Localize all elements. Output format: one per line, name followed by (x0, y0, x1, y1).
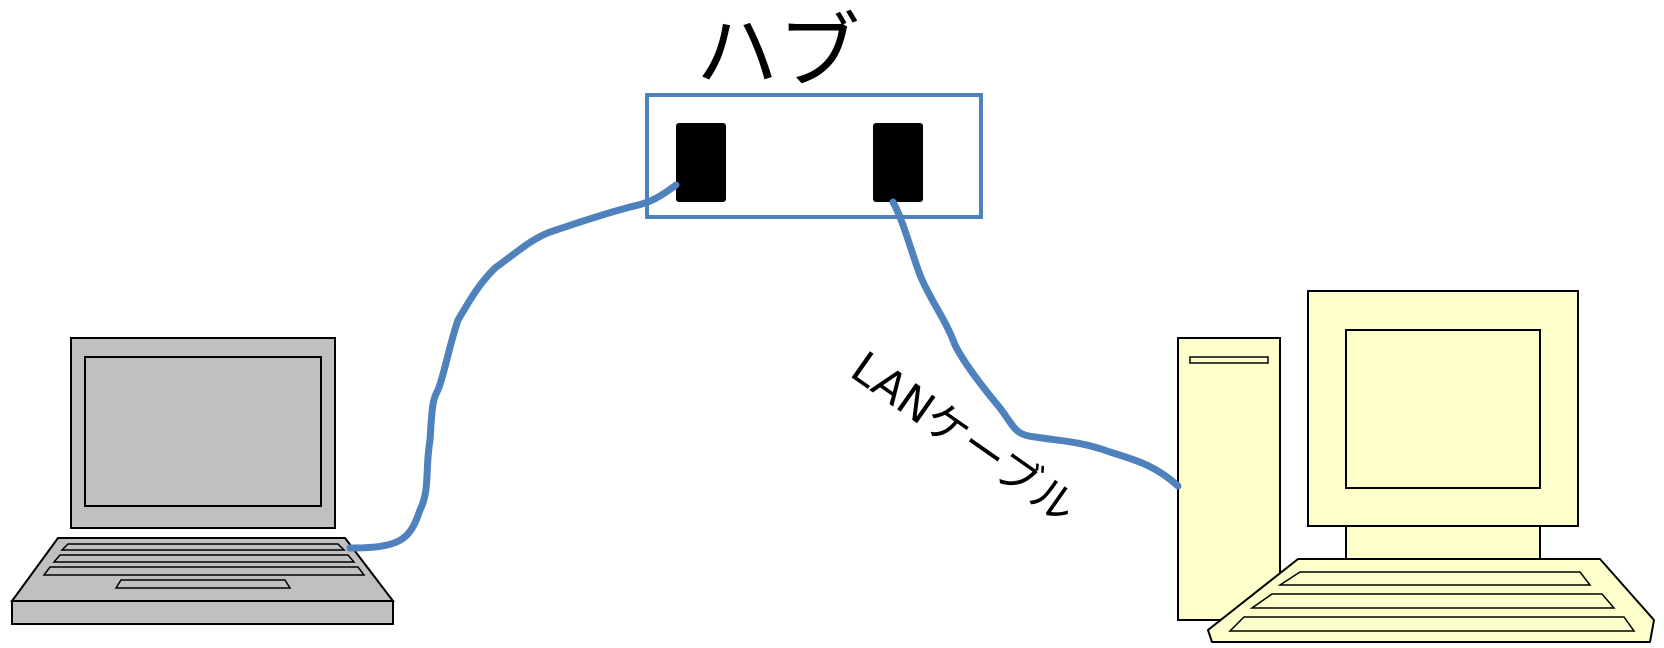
desktop-keyboard-row-2 (1249, 593, 1616, 609)
laptop-front-edge (11, 600, 394, 625)
hub-label: ハブ (696, 5, 860, 100)
hub-port-right (873, 123, 923, 202)
laptop-screen (84, 356, 322, 507)
laptop-icon (10, 337, 396, 625)
desktop-monitor-screen (1345, 329, 1541, 489)
desktop-computer-icon (1177, 290, 1655, 643)
laptop-touchpad (114, 579, 292, 589)
desktop-keyboard-row-3 (1228, 616, 1636, 632)
desktop-tower (1177, 337, 1281, 621)
laptop-keyboard-row-3 (42, 566, 366, 576)
desktop-keyboard-row-1 (1277, 571, 1592, 586)
hub-icon (645, 93, 983, 219)
laptop-keyboard-row-2 (52, 554, 356, 563)
lan-cable-right (889, 198, 1182, 490)
lan-cable-left (346, 181, 680, 552)
desktop-monitor-stand (1345, 521, 1541, 563)
desktop-drive-slot (1189, 356, 1269, 364)
laptop-keyboard-row-1 (60, 543, 346, 551)
hub-port-left (676, 123, 726, 202)
